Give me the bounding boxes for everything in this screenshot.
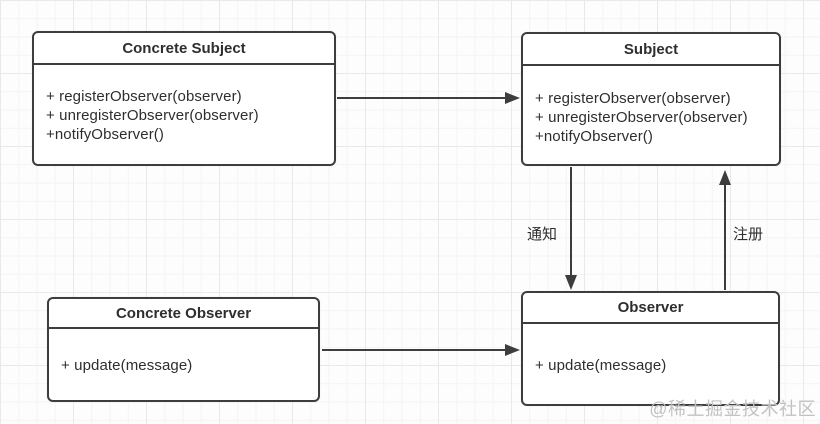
- class-methods-subject: + registerObserver(observer) + unregiste…: [523, 66, 779, 146]
- class-title-concrete-observer: Concrete Observer: [49, 299, 318, 329]
- class-box-observer: Observer + update(message): [521, 291, 780, 406]
- method-register-observer: + registerObserver(observer): [535, 90, 731, 107]
- class-title-observer: Observer: [523, 293, 778, 324]
- method-register-observer: + registerObserver(observer): [46, 88, 242, 105]
- method-update: + update(message): [535, 357, 667, 374]
- method-notify-observer: +notifyObserver(): [535, 128, 653, 145]
- class-methods-concrete-observer: + update(message): [49, 329, 318, 375]
- method-notify-observer: +notifyObserver(): [46, 126, 164, 143]
- class-box-concrete-subject: Concrete Subject + registerObserver(obse…: [32, 31, 336, 166]
- class-title-subject: Subject: [523, 34, 779, 66]
- arrowhead-concrete-subject-to-subject: [505, 92, 520, 104]
- edge-label-register: 注册: [733, 226, 764, 243]
- arrowhead-concrete-observer-to-observer: [505, 344, 520, 356]
- watermark: @稀土掘金技术社区: [649, 399, 816, 419]
- class-box-concrete-observer: Concrete Observer + update(message): [47, 297, 320, 402]
- class-methods-concrete-subject: + registerObserver(observer) + unregiste…: [34, 65, 334, 144]
- class-box-subject: Subject + registerObserver(observer) + u…: [521, 32, 781, 166]
- edge-label-notify: 通知: [527, 226, 558, 243]
- method-update: + update(message): [61, 357, 193, 374]
- arrowhead-observer-to-subject: [719, 170, 731, 185]
- class-title-concrete-subject: Concrete Subject: [34, 33, 334, 65]
- method-unregister-observer: + unregisterObserver(observer): [535, 109, 748, 126]
- arrowhead-subject-to-observer: [565, 275, 577, 290]
- method-unregister-observer: + unregisterObserver(observer): [46, 107, 259, 124]
- class-methods-observer: + update(message): [523, 324, 778, 375]
